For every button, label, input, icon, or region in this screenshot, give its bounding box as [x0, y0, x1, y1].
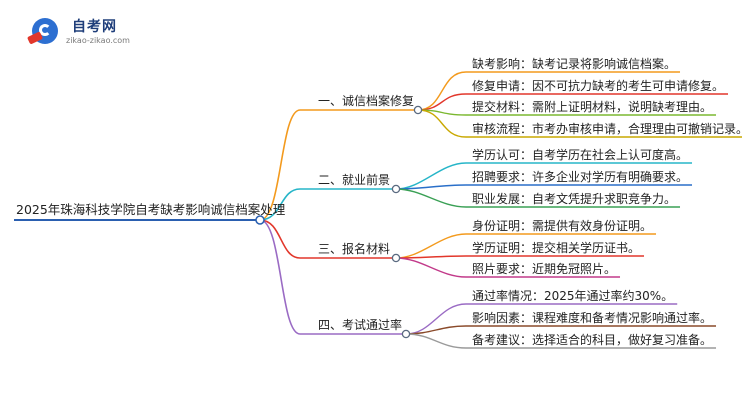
leaf-connector-3-3 [395, 257, 467, 278]
leaf-1-3: 提交材料：需附上证明材料，说明缺考理由。 [472, 100, 713, 114]
leaf-1-2: 修复申请：因不可抗力缺考的考生可申请修复。 [472, 79, 725, 93]
branch-connector-2 [259, 188, 301, 221]
leaf-2-1: 学历认可：自考学历在社会上认可度高。 [472, 148, 689, 162]
logo-title: 自考网 [72, 19, 117, 35]
branch-label-2: 二、就业前景 [318, 173, 391, 187]
leaf-connector-4-3 [405, 333, 467, 349]
branch-node-2 [391, 184, 401, 194]
leaf-3-2: 学历证明：提交相关学历证书。 [472, 241, 641, 255]
leaf-1-1: 缺考影响：缺考记录将影响诚信档案。 [472, 57, 677, 71]
branch-node-3 [391, 253, 401, 263]
branch-label-3: 三、报名材料 [318, 242, 391, 256]
branch-node-1 [413, 105, 423, 115]
branch-node-4 [401, 329, 411, 339]
branch-label-4: 四、考试通过率 [318, 318, 403, 332]
logo-icon [32, 18, 58, 44]
leaf-connector-2-3 [395, 188, 467, 208]
leaf-2-3: 职业发展：自考文凭提升求职竞争力。 [472, 192, 677, 206]
leaf-4-1: 通过率情况：2025年通过率约30%。 [472, 289, 674, 303]
site-logo[interactable]: 自考网 zikao-zikao.com [30, 16, 140, 50]
branch-label-1: 一、诚信档案修复 [318, 94, 415, 108]
logo-url: zikao-zikao.com [66, 36, 130, 45]
leaf-4-2: 影响因素：课程难度和备考情况影响通过率。 [472, 311, 713, 325]
leaf-4-3: 备考建议：选择适合的科目，做好复习准备。 [472, 333, 713, 347]
leaf-2-2: 招聘要求：许多企业对学历有明确要求。 [472, 170, 689, 184]
leaf-1-4: 审核流程：市考办审核申请，合理理由可撤销记录。 [472, 122, 749, 136]
branch-connector-3 [259, 219, 301, 259]
root-topic: 2025年珠海科技学院自考缺考影响诚信档案处理 [16, 202, 286, 217]
leaf-connector-1-2 [417, 93, 467, 111]
leaf-connector-3-1 [395, 233, 467, 259]
root-node [255, 215, 265, 225]
leaf-connector-1-1 [417, 71, 467, 111]
branch-connector-4 [259, 219, 301, 335]
leaf-connector-1-4 [417, 109, 467, 138]
leaf-3-3: 照片要求：近期免冠照片。 [472, 262, 617, 276]
leaf-3-1: 身份证明：需提供有效身份证明。 [472, 219, 653, 233]
branch-connector-1 [259, 109, 301, 221]
